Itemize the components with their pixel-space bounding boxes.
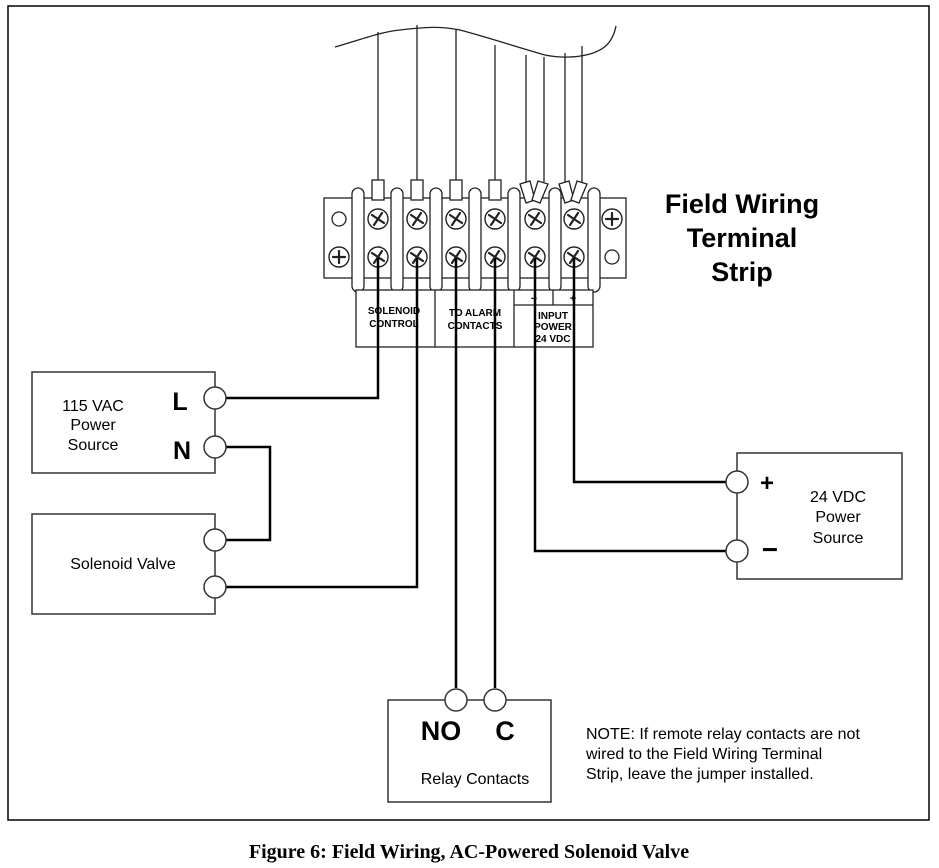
terminal-label-minus: − (762, 534, 778, 565)
figure-caption: Figure 6: Field Wiring, AC-Powered Solen… (249, 841, 689, 863)
field-wires (226, 258, 727, 688)
terminal-label-C: C (495, 716, 515, 746)
ac-source-line1: 115 VAC (62, 398, 124, 415)
strip-title-line3: Strip (711, 257, 773, 287)
mounting-hole-icon (604, 249, 620, 265)
dc-source-line2: Power (815, 509, 861, 526)
relay-contacts-label: Relay Contacts (421, 771, 530, 788)
terminal-label-N: N (173, 437, 191, 465)
mounting-hole-icon (331, 211, 347, 227)
terminal-label-NO: NO (421, 716, 462, 746)
wire-line-to-L (226, 258, 380, 400)
solenoid-terminal-2-icon (203, 575, 227, 599)
terminal-L-icon (203, 386, 227, 410)
ac-source-line2: Power (70, 417, 116, 434)
group-label-power-line2: POWER (534, 322, 573, 333)
terminal-screw-top-icon (484, 208, 506, 230)
wire-solenoid-to-control (226, 258, 419, 589)
mounting-screw-icon (328, 246, 350, 268)
note-line1: NOTE: If remote relay contacts are not (586, 726, 860, 743)
terminal-screw-bottom-icon (445, 246, 467, 268)
note-line2: wired to the Field Wiring Terminal (585, 746, 822, 763)
terminal-screw-top-icon (445, 208, 467, 230)
terminal-strip (323, 179, 627, 348)
terminal-N-icon (203, 435, 227, 459)
cable-wires (377, 25, 583, 182)
dc-power-source (725, 452, 903, 580)
terminal-minus-icon (725, 539, 749, 563)
ac-source-line3: Source (68, 437, 119, 454)
note-line3: Strip, leave the jumper installed. (586, 766, 814, 783)
terminal-screw-top-icon (524, 208, 546, 230)
strip-title-line1: Field Wiring (665, 189, 819, 219)
solenoid-valve (31, 513, 227, 615)
group-label-solenoid-line2: CONTROL (369, 319, 418, 330)
terminal-screw-bottom-icon (524, 246, 546, 268)
terminal-plus-icon (725, 470, 749, 494)
terminal-C-icon (483, 688, 507, 712)
wire-dc-plus (572, 258, 727, 484)
dc-source-line3: Source (813, 530, 864, 547)
terminal-screw-bottom-icon (406, 246, 428, 268)
relay-contacts (387, 688, 552, 803)
cable-bundle-edge (334, 25, 617, 58)
strip-barriers (351, 187, 601, 293)
solenoid-terminal-1-icon (203, 528, 227, 552)
group-label-alarm-line1: TO ALARM (449, 308, 501, 319)
terminal-screw-top-icon (367, 208, 389, 230)
terminal-screw-top-icon (563, 208, 585, 230)
group-label-solenoid-line1: SOLENOID (368, 306, 420, 317)
terminal-label-plus: + (760, 470, 774, 497)
ac-power-source (31, 371, 227, 474)
dc-source-line1: 24 VDC (810, 489, 866, 506)
group-label-power-line3: 24 VDC (535, 334, 570, 345)
strip-title-line2: Terminal (687, 223, 798, 253)
figure-frame (7, 5, 930, 821)
terminal-screw-top-icon (406, 208, 428, 230)
terminal-NO-icon (444, 688, 468, 712)
mounting-screw-icon (601, 208, 623, 230)
solenoid-valve-label: Solenoid Valve (70, 556, 176, 573)
wire-neutral-to-solenoid (226, 445, 272, 542)
ring-lugs (371, 179, 588, 204)
wire-dc-minus (533, 258, 727, 553)
group-label-alarm-line2: CONTACTS (448, 321, 503, 332)
group-label-power-line1: INPUT (538, 311, 568, 322)
terminal-label-L: L (172, 388, 187, 416)
